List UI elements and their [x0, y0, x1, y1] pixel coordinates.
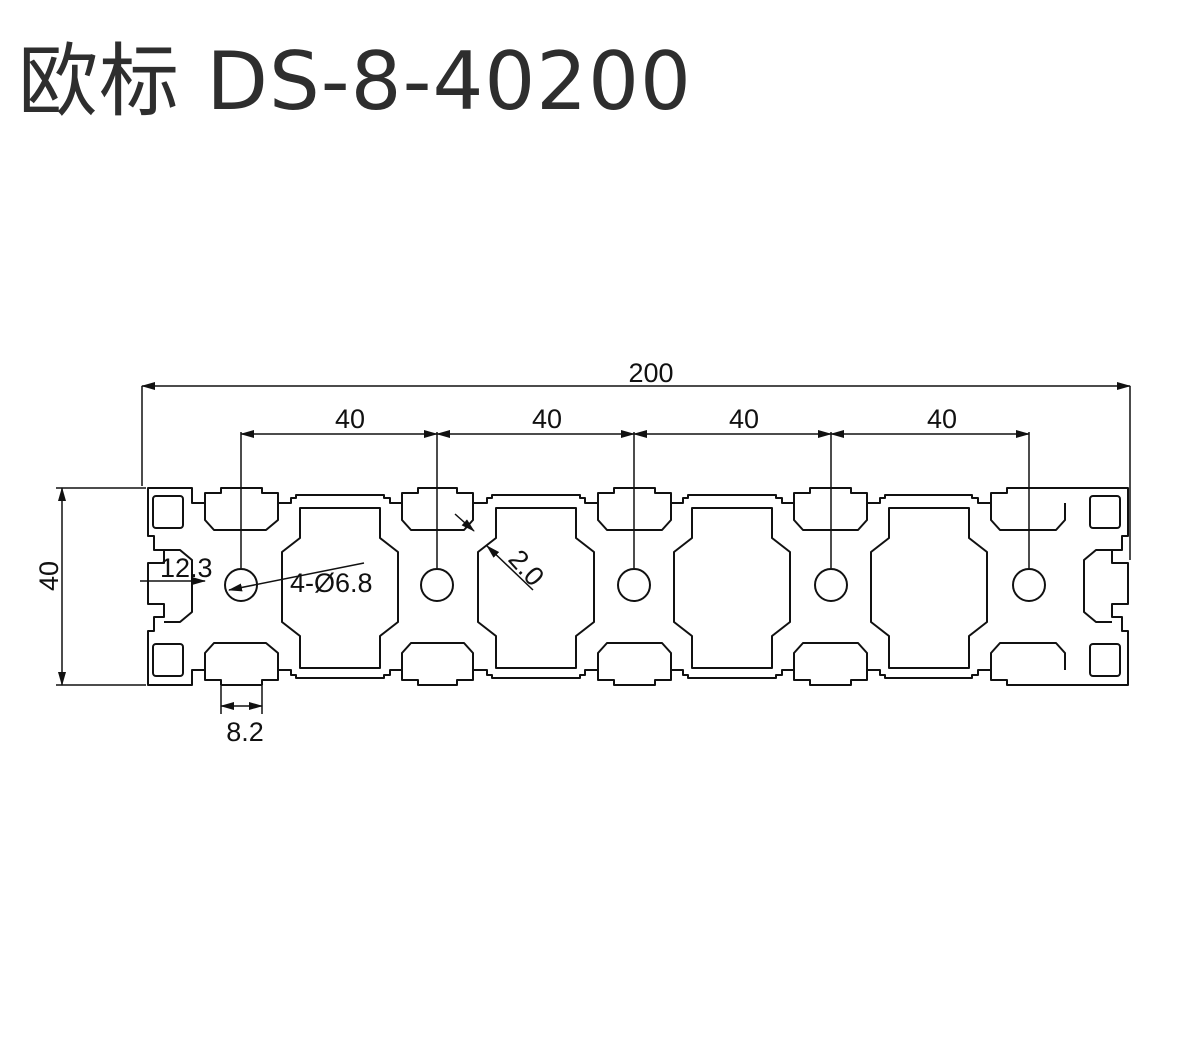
dim-wall: 2.0: [503, 544, 550, 592]
drawing-title: 欧标 DS-8-40200: [18, 35, 692, 128]
dim-slot: 8.2: [226, 717, 264, 747]
dimension-labels: 200 40 40 40 40 40 12.3 4-Ø6.8 2.0 8.2: [34, 358, 957, 747]
dim-pitch-2: 40: [532, 404, 562, 434]
dim-holes: 4-Ø6.8: [290, 568, 373, 598]
dim-pitch-4: 40: [927, 404, 957, 434]
profile-outline: [147, 487, 1129, 686]
dim-pitch-3: 40: [729, 404, 759, 434]
dim-overall-width: 200: [628, 358, 673, 388]
dim-pitch-1: 40: [335, 404, 365, 434]
dim-offset: 12.3: [160, 553, 213, 583]
dim-height: 40: [34, 561, 64, 591]
dimension-lines: [56, 382, 1131, 714]
